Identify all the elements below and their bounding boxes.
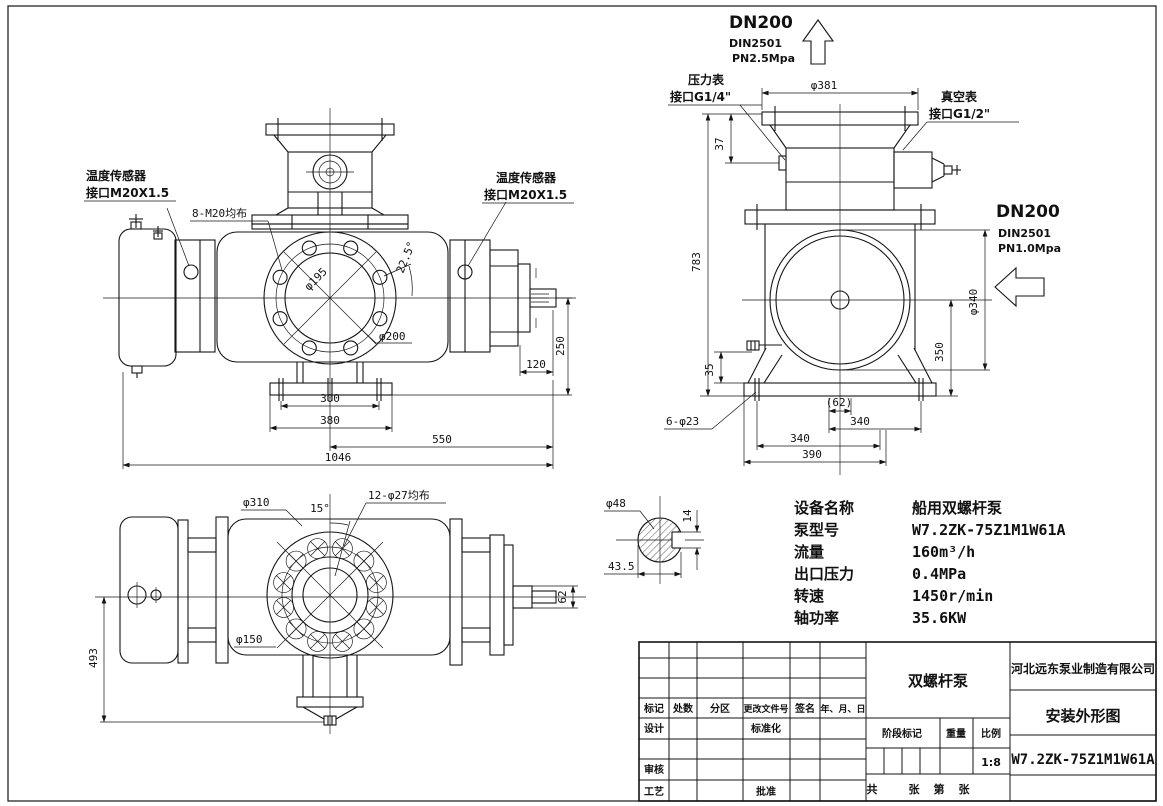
discharge-dn200: DN200 <box>729 13 793 33</box>
temp-sensor-left-label: 温度传感器 <box>86 168 147 183</box>
tb-sheet-zhang2: 张 <box>959 782 971 796</box>
dim-340-upper: 340 <box>850 415 870 428</box>
vacuum-gauge-label: 真空表 <box>941 89 978 104</box>
suction-dn200: DN200 <box>996 202 1060 222</box>
front-view: 温度传感器 接口M20X1.5 8-M20均布 温度传感器 接口M20X1.5 … <box>84 108 576 469</box>
dim-phi195: φ195 <box>302 265 330 293</box>
tb-weight: 重量 <box>946 727 966 740</box>
tb-check: 审核 <box>644 763 664 776</box>
pressure-gauge-label: 压力表 <box>688 72 725 87</box>
dim-phi381: φ381 <box>811 79 838 92</box>
discharge-din2501: DIN2501 <box>729 37 782 50</box>
spec-value-pressure: 0.4MPa <box>912 565 966 583</box>
tb-approve: 批准 <box>756 785 776 798</box>
tb-process: 工艺 <box>644 785 664 798</box>
vacuum-gauge-port: 接口G1/2" <box>929 106 990 121</box>
dim-37: 37 <box>713 137 726 150</box>
tb-header-mark: 标记 <box>643 702 664 715</box>
dim-phi48: φ48 <box>606 497 626 510</box>
spec-value-flow: 160m³/h <box>912 543 975 561</box>
tb-sheet-zhang1: 张 <box>909 782 921 796</box>
spec-value-speed: 1450r/min <box>912 587 993 605</box>
spec-label-pressure: 出口压力 <box>794 565 854 583</box>
spec-value-model: W7.2ZK-75Z1M1W61A <box>912 521 1066 539</box>
bolt-note-12phi27: 12-φ27均布 <box>368 489 430 502</box>
top-view: 15° φ310 12-φ27均布 φ150 62 493 <box>87 489 586 734</box>
temp-sensor-right-label: 温度传感器 <box>496 170 557 185</box>
side-view: DN200 DIN2501 PN2.5Mpa 压力表 接口G1/4" φ381 … <box>664 13 1061 475</box>
bolt-note-8m20: 8-M20均布 <box>192 207 247 220</box>
spec-list: 设备名称 船用双螺杆泵 泵型号 W7.2ZK-75Z1M1W61A 流量 160… <box>794 499 1066 627</box>
dim-783: 783 <box>690 252 703 272</box>
spec-label-flow: 流量 <box>794 543 824 561</box>
tb-header-date: 年、月、日 <box>820 703 865 715</box>
tb-header-doc-no: 更改文件号 <box>743 703 788 715</box>
tb-scale-value: 1:8 <box>981 756 1001 769</box>
tb-header-zone: 分区 <box>710 702 730 715</box>
suction-din2501: DIN2501 <box>998 227 1051 240</box>
tb-scale: 比例 <box>981 727 1001 740</box>
tb-sheet-total: 共 <box>867 782 878 796</box>
flow-arrow-up-icon <box>801 19 835 65</box>
spec-label-speed: 转速 <box>794 587 824 605</box>
dim-62-ref: (62) <box>826 396 853 409</box>
dim-1046: 1046 <box>325 451 352 464</box>
dim-250: 250 <box>554 336 567 356</box>
flow-arrow-left-icon <box>994 266 1045 308</box>
tb-stage-mark: 阶段标记 <box>882 727 922 740</box>
dim-550: 550 <box>432 433 452 446</box>
dim-35: 35 <box>703 363 716 376</box>
dim-340-lower: 340 <box>790 432 810 445</box>
tb-sheet-no: 第 <box>934 782 945 796</box>
dim-angle-22-5: 22.5° <box>394 240 418 276</box>
title-block: 标记 处数 分区 更改文件号 签名 年、月、日 设计 标准化 审核 工艺 批准 … <box>638 641 1157 802</box>
dim-380: 380 <box>320 414 340 427</box>
shaft-section-detail: 14 φ48 43.5 <box>604 496 704 584</box>
spec-label-model: 泵型号 <box>794 521 839 539</box>
pressure-gauge-port: 接口G1/4" <box>670 89 731 104</box>
tb-model: W7.2ZK-75Z1M1W61A <box>1011 752 1155 768</box>
dim-43-5: 43.5 <box>608 560 635 573</box>
spec-value-device: 船用双螺杆泵 <box>912 499 1002 517</box>
dim-120: 120 <box>526 358 546 371</box>
dim-350: 350 <box>933 342 946 362</box>
dim-62: 62 <box>556 590 569 603</box>
tb-standardize: 标准化 <box>750 722 781 735</box>
suction-pn10: PN1.0Mpa <box>998 242 1061 255</box>
tb-drawing-title: 安装外形图 <box>1045 707 1120 725</box>
dim-390: 390 <box>802 448 822 461</box>
dim-14: 14 <box>681 509 694 523</box>
sheet-border <box>7 5 1157 802</box>
dim-phi340: φ340 <box>967 289 980 316</box>
dim-phi310: φ310 <box>243 496 270 509</box>
dim-493: 493 <box>87 648 100 668</box>
temp-sensor-right-port: 接口M20X1.5 <box>484 187 567 202</box>
tb-company: 河北远东泵业制造有限公司 <box>1010 661 1155 676</box>
discharge-pn25: PN2.5Mpa <box>732 52 795 65</box>
dim-phi200: φ200 <box>379 330 406 343</box>
bolt-note-6phi23: 6-φ23 <box>666 415 699 428</box>
spec-value-power: 35.6KW <box>912 609 967 627</box>
dim-300: 300 <box>320 392 340 405</box>
temp-sensor-left-port: 接口M20X1.5 <box>86 185 169 200</box>
spec-label-device: 设备名称 <box>794 499 854 517</box>
dim-angle-15: 15° <box>310 502 330 515</box>
tb-header-sign: 签名 <box>794 702 815 715</box>
tb-header-count: 处数 <box>672 702 694 715</box>
tb-product-name: 双螺杆泵 <box>908 672 968 690</box>
tb-design: 设计 <box>644 722 664 735</box>
spec-label-power: 轴功率 <box>794 609 839 627</box>
dim-phi150: φ150 <box>236 633 263 646</box>
